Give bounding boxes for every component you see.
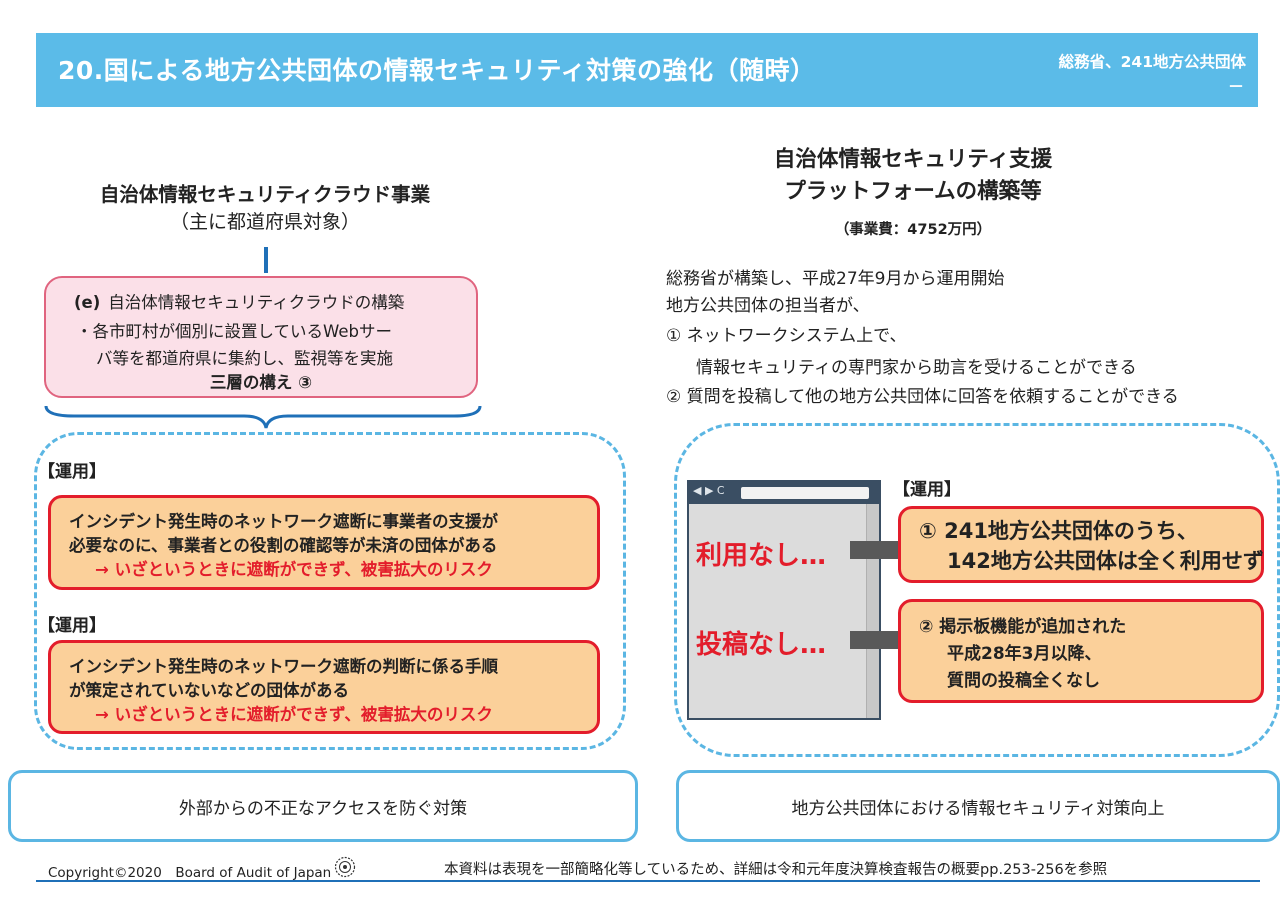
curly-brace-icon — [44, 405, 482, 429]
posting-finding-text: ② 掲示板機能が追加された — [919, 617, 1127, 637]
platform-description: 総務省が構築し、平成27年9月から運用開始 — [666, 269, 1005, 289]
browser-nav-icon: ◀ ▶ C — [693, 484, 725, 497]
project-cost: （事業費：4752万円） — [834, 222, 992, 238]
organization-dash: － — [1227, 77, 1244, 96]
platform-description: 地方公共団体の担当者が、 — [666, 296, 870, 316]
platform-description: ① ネットワークシステム上で、 — [666, 326, 907, 346]
risk-text: 必要なのに、事業者との役割の確認等が未済の団体がある — [69, 536, 498, 555]
risk-text: インシデント発生時のネットワーク遮断の判断に係る手順 — [69, 657, 498, 676]
risk-text: が策定されていないなどの団体がある — [69, 681, 350, 700]
page-title: 20.国による地方公共団体の情報セキュリティ対策の強化（随時） — [58, 56, 816, 85]
cloud-project-box: (e) 自治体情報セキュリティクラウドの構築 ・各市町村が個別に設置しているWeb… — [44, 276, 478, 398]
right-summary-box: 地方公共団体における情報セキュリティ対策向上 — [676, 770, 1280, 842]
posting-finding-text: 質問の投稿全くなし — [947, 671, 1100, 691]
operation-label: 【運用】 — [38, 462, 106, 482]
item-tag: (e) — [74, 293, 101, 312]
left-section-subtitle: （主に都道府県対象） — [169, 211, 360, 233]
board-seal-icon — [334, 856, 356, 878]
risk-box: インシデント発生時のネットワーク遮断の判断に係る手順 が策定されていないなどの団… — [48, 640, 600, 734]
left-summary-text: 外部からの不正なアクセスを防ぐ対策 — [178, 798, 468, 819]
organization-label: 総務省、241地方公共団体 — [1058, 53, 1246, 71]
no-posts-label: 投稿なし… — [696, 630, 827, 660]
right-operation-frame — [674, 423, 1280, 757]
footer-divider — [36, 880, 1260, 882]
no-usage-label: 利用なし… — [696, 541, 827, 571]
copyright-text: Copyright©2020 Board of Audit of Japan — [48, 865, 332, 881]
cloud-project-heading-text: 自治体情報セキュリティクラウドの構築 — [108, 293, 405, 312]
risk-text: インシデント発生時のネットワーク遮断に事業者の支援が — [69, 512, 498, 531]
operation-label: 【運用】 — [893, 480, 961, 500]
cloud-project-line: ・各市町村が個別に設置しているWebサー — [76, 322, 392, 341]
usage-finding-text: 142地方公共団体は全く利用せず — [947, 549, 1264, 573]
cloud-project-line: バ等を都道府県に集約し、監視等を実施 — [96, 349, 393, 368]
browser-toolbar: ◀ ▶ C — [689, 482, 879, 504]
connector-line — [264, 247, 268, 273]
risk-box: インシデント発生時のネットワーク遮断に事業者の支援が 必要なのに、事業者との役割… — [48, 495, 600, 590]
operation-label: 【運用】 — [38, 616, 106, 636]
cloud-project-heading: (e) 自治体情報セキュリティクラウドの構築 — [74, 289, 404, 313]
right-section-title: プラットフォームの構築等 — [784, 179, 1042, 204]
left-summary-box: 外部からの不正なアクセスを防ぐ対策 — [8, 770, 638, 842]
risk-consequence: → いざというときに遮断ができず、被害拡大のリスク — [95, 560, 493, 579]
right-summary-text: 地方公共団体における情報セキュリティ対策向上 — [791, 798, 1165, 819]
posting-finding-text: 平成28年3月以降、 — [947, 644, 1102, 664]
platform-description: ② 質問を投稿して他の地方公共団体に回答を依頼することができる — [666, 387, 1179, 407]
reference-note: 本資料は表現を一部簡略化等しているため、詳細は令和元年度決算検査報告の概要pp.… — [444, 862, 1108, 878]
header-banner: 20.国による地方公共団体の情報セキュリティ対策の強化（随時） 総務省、241地… — [36, 33, 1258, 107]
posting-finding-box: ② 掲示板機能が追加された 平成28年3月以降、 質問の投稿全くなし — [898, 599, 1264, 703]
browser-window-illustration: ◀ ▶ C — [687, 480, 881, 720]
platform-description: 情報セキュリティの専門家から助言を受けることができる — [696, 358, 1137, 378]
usage-finding-text: ① 241地方公共団体のうち、 — [919, 519, 1198, 543]
browser-address-bar — [741, 487, 869, 499]
left-section-title: 自治体情報セキュリティクラウド事業 — [99, 183, 431, 206]
three-layer-label: 三層の構え ③ — [209, 373, 313, 392]
usage-finding-box: ① 241地方公共団体のうち、 142地方公共団体は全く利用せず — [898, 506, 1264, 583]
right-section-title: 自治体情報セキュリティ支援 — [773, 147, 1053, 172]
left-operation-frame — [34, 432, 626, 750]
risk-consequence: → いざというときに遮断ができず、被害拡大のリスク — [95, 705, 493, 724]
